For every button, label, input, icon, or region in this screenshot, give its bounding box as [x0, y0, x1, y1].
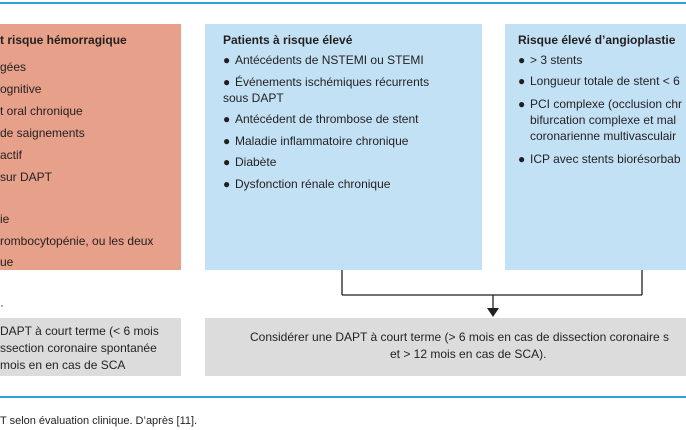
bleeding-risk-item: ue — [0, 255, 14, 269]
bullet-icon: ● — [518, 152, 526, 166]
short-dapt-left-line: DAPT à court terme (< 6 mois — [0, 324, 159, 338]
bleeding-risk-item: sur DAPT — [0, 170, 53, 184]
bleeding-risk-item: gées — [0, 60, 27, 74]
high-risk-patients-item: ● Antécédent de thrombose de stent — [223, 112, 419, 126]
bullet-icon: ● — [223, 155, 231, 169]
high-risk-patients-heading: Patients à risque élevé — [223, 33, 353, 47]
figure-caption: T selon évaluation clinique. D’après [11… — [0, 415, 198, 427]
angioplasty-risk-item: ● Longueur totale de stent < 6 — [518, 74, 680, 88]
bleeding-risk-item: t oral chronique — [0, 104, 83, 118]
short-dapt-right-line: Considérer une DAPT à court terme (> 6 m… — [250, 330, 669, 344]
angioplasty-risk-item: ● ICP avec stents biorésorbab — [518, 152, 681, 166]
angioplasty-risk-item: ● > 3 stents — [518, 53, 583, 67]
high-risk-patients-item: ● Dysfonction rénale chronique — [223, 177, 391, 191]
bullet-icon: ● — [518, 53, 526, 67]
bleeding-risk-heading: t risque hémorragique — [0, 33, 127, 47]
high-risk-patients-item: ● Maladie inflammatoire chronique — [223, 134, 409, 148]
bullet-icon: ● — [223, 177, 231, 191]
bleeding-risk-item: ie — [0, 212, 10, 226]
bullet-icon: ● — [223, 75, 231, 89]
angioplasty-risk-box: Risque élevé d’angioplastie ● > 3 stents… — [505, 24, 686, 270]
left-arrow-tip: · — [0, 298, 4, 312]
bleeding-risk-item: actif — [0, 148, 23, 162]
bottom-rule — [0, 396, 686, 398]
bleeding-risk-item: de saignements — [0, 126, 85, 140]
short-dapt-left-box: DAPT à court terme (< 6 mois ssection co… — [0, 318, 181, 376]
bullet-icon: ● — [223, 112, 231, 126]
bullet-icon: ● — [518, 74, 526, 88]
short-dapt-right-box: Considérer une DAPT à court terme (> 6 m… — [205, 318, 686, 376]
top-rule — [0, 2, 686, 4]
high-risk-patients-item: ● Antécédents de NSTEMI ou STEMI — [223, 53, 424, 67]
angioplasty-risk-item: ● PCI complexe (occlusion chr bifurcatio… — [518, 97, 683, 143]
bullet-icon: ● — [223, 134, 231, 148]
high-risk-patients-box: Patients à risque élevé ● Antécédents de… — [205, 24, 482, 270]
high-risk-patients-item: ● Diabète — [223, 155, 277, 169]
short-dapt-left-line: mois en en cas de SCA — [0, 358, 126, 372]
short-dapt-left-line: ssection coronaire spontanée — [0, 341, 157, 355]
bleeding-risk-item: ognitive — [0, 82, 42, 96]
high-risk-patients-item: ● Événements ischémiques récurrents sous… — [223, 75, 430, 105]
bullet-icon: ● — [223, 53, 231, 67]
bleeding-risk-item: rombocytopénie, ou les deux — [0, 234, 154, 248]
arrow-down-icon — [487, 308, 499, 317]
bleeding-risk-box: t risque hémorragique gées ognitive t or… — [0, 24, 181, 270]
bullet-icon: ● — [518, 97, 526, 111]
short-dapt-right-line: et > 12 mois en cas de SCA). — [390, 347, 547, 361]
angioplasty-risk-heading: Risque élevé d’angioplastie — [518, 33, 676, 47]
